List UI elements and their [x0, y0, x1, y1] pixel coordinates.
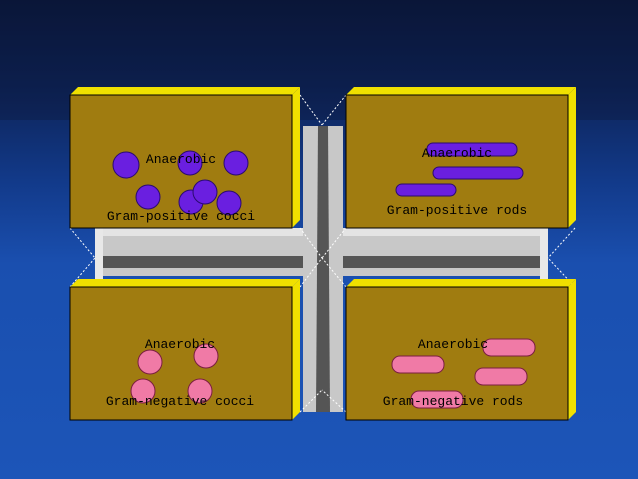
label-top-right-line2: Gram-positive rods: [386, 203, 528, 218]
gram-negative-cocci: [130, 343, 219, 404]
label-bottom-left-line2: Gram-negative cocci: [105, 394, 255, 409]
cross-left-end: [95, 226, 103, 280]
gram-positive-rods: [395, 142, 524, 197]
coccus: [193, 343, 219, 369]
label-top-right: Anaerobic Gram-positive rods: [362, 106, 552, 258]
rod: [426, 142, 518, 157]
coccus: [187, 378, 213, 404]
coccus: [135, 184, 161, 210]
cross-right-end: [540, 226, 548, 280]
rod: [432, 166, 524, 180]
label-top-left-line1: Anaerobic: [145, 152, 217, 167]
label-top-left-line2: Gram-positive cocci: [106, 209, 256, 224]
label-bottom-left-line1: Anaerobic: [144, 337, 216, 352]
box-top-right: [345, 87, 576, 229]
label-top-right-line1: Anaerobic: [421, 146, 493, 161]
coccus: [177, 150, 203, 176]
label-bottom-right-line1: Anaerobic: [417, 337, 489, 352]
label-bottom-left: Anaerobic Gram-negative cocci: [80, 297, 280, 449]
rod: [395, 183, 457, 197]
coccus: [137, 349, 163, 375]
coccus: [112, 151, 140, 179]
coccus: [223, 150, 249, 176]
connector-lines: [69, 94, 576, 413]
central-cross: [95, 126, 548, 412]
coccus: [130, 378, 156, 404]
box-bottom-left: [69, 279, 300, 421]
coccus: [192, 179, 218, 205]
rod: [474, 367, 528, 386]
label-top-left: Anaerobic Gram-positive cocci: [86, 112, 276, 264]
label-bottom-right-line2: Gram-negative rods: [382, 394, 524, 409]
coccus: [216, 190, 242, 216]
rod: [482, 338, 536, 357]
cross-vertical-groove: [316, 126, 330, 412]
label-bottom-right: Anaerobic Gram-negative rods: [358, 297, 548, 449]
gram-positive-cocci: [112, 150, 249, 216]
rod: [391, 355, 445, 374]
gram-negative-rods: [391, 338, 536, 409]
rod: [410, 390, 464, 409]
